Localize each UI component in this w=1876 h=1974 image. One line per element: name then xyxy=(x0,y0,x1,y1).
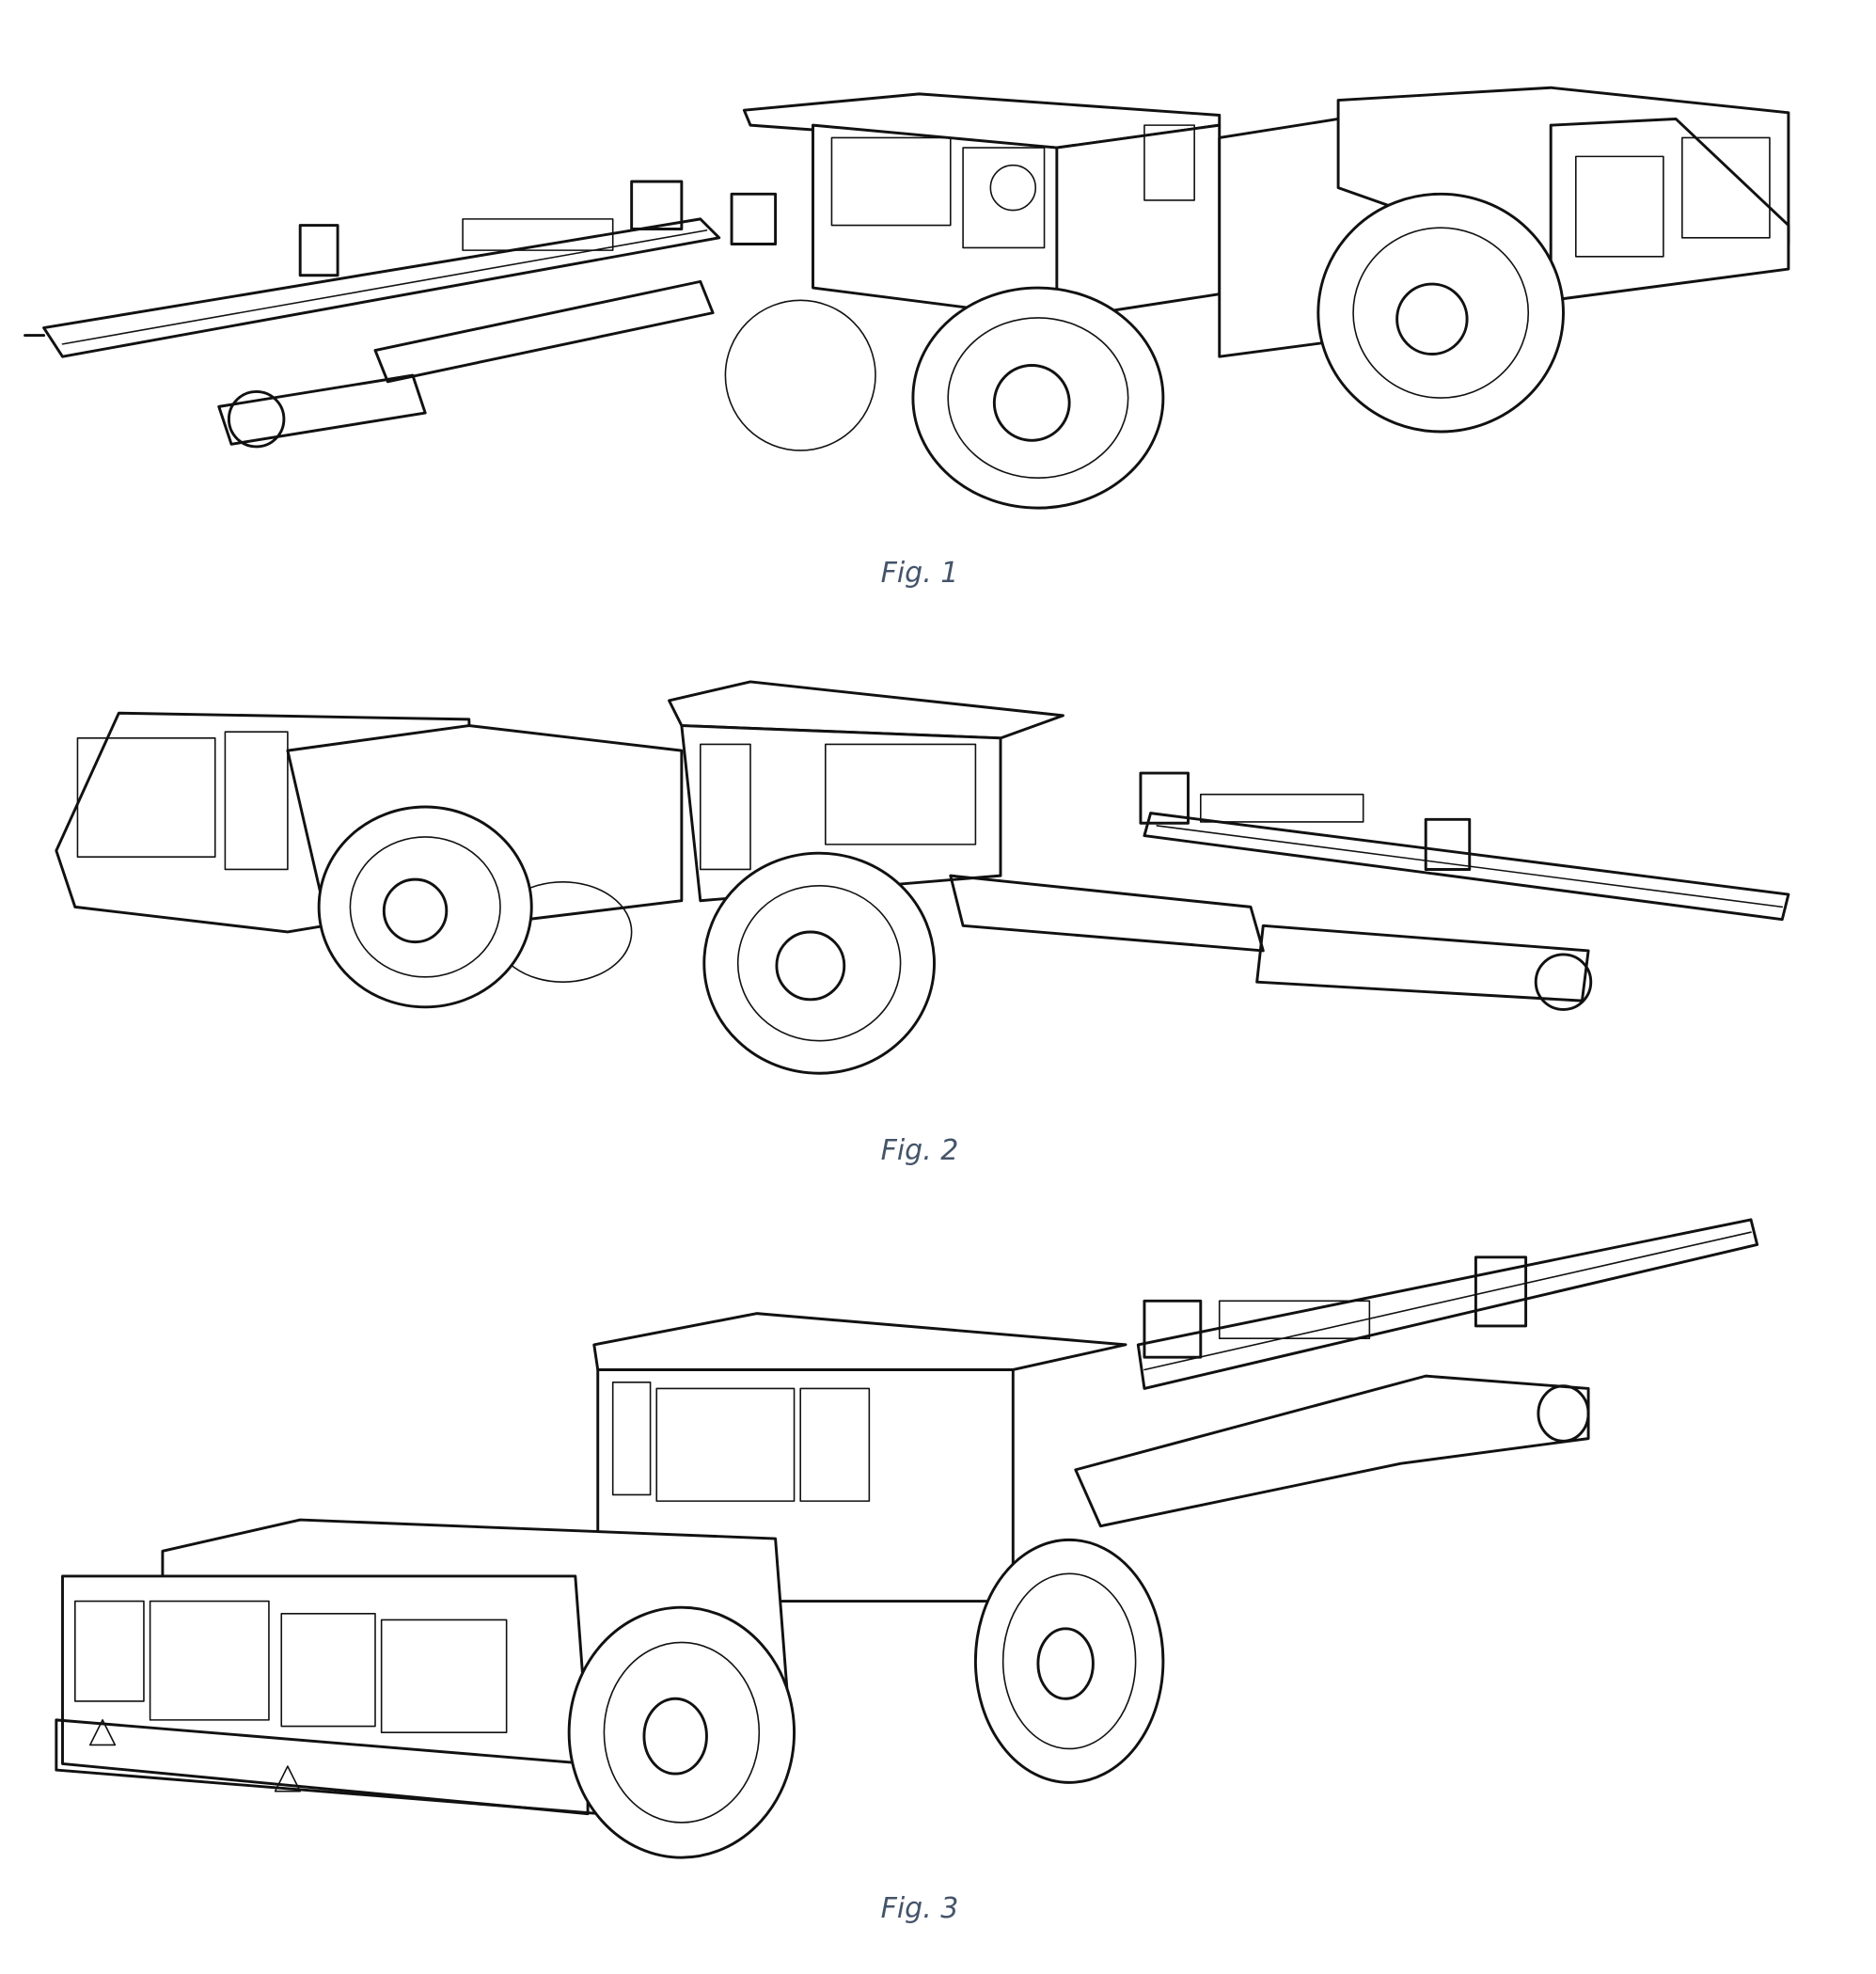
boom-arm xyxy=(949,874,1265,953)
front-grille xyxy=(149,1600,270,1721)
figure-1-drill-rig-drawing xyxy=(24,86,1790,510)
boom-cylinder xyxy=(1255,924,1590,1003)
rear-wheel xyxy=(1316,192,1565,434)
cab-roof xyxy=(592,1312,1127,1371)
hose-reel xyxy=(1139,771,1190,825)
hose-reel xyxy=(630,180,684,230)
cab xyxy=(680,724,1002,903)
boom-cylinder xyxy=(217,373,427,446)
boom-feed-beam xyxy=(42,217,721,358)
warning-triangle-left xyxy=(88,1719,117,1746)
boom-feed-beam xyxy=(1143,812,1790,922)
figure-2-caption: Fig. 2 xyxy=(880,1134,959,1167)
figure-3-drill-rig-drawing xyxy=(55,1218,1759,1859)
front-wheel xyxy=(911,286,1165,510)
front-left-wheel xyxy=(567,1605,796,1859)
warning-triangle-right xyxy=(274,1765,301,1792)
figure-3-caption: Fig. 3 xyxy=(880,1892,959,1925)
boom-arm xyxy=(1074,1374,1590,1528)
cab-roof xyxy=(668,680,1064,740)
hidden-wheel xyxy=(724,299,876,451)
boom-feed-beam xyxy=(1136,1218,1759,1390)
hose-reel xyxy=(1143,1299,1203,1359)
figure-2-drill-rig-drawing xyxy=(55,680,1790,1075)
figure-1-caption: Fig. 1 xyxy=(880,557,959,590)
